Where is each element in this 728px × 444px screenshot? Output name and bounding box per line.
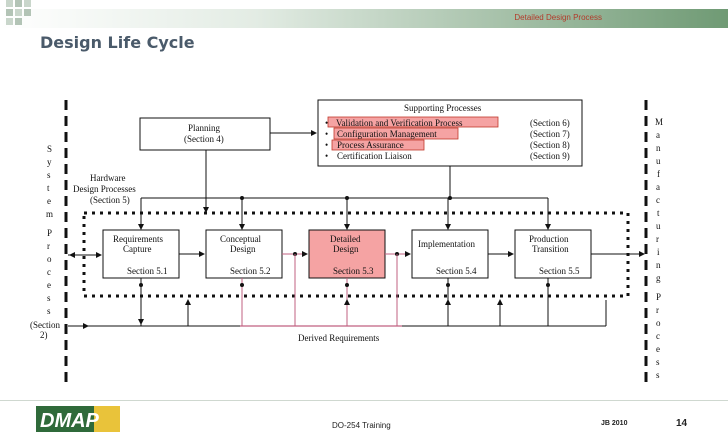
svg-text:(Section 5): (Section 5): [90, 195, 130, 205]
manufacturing-process-label: M a n u f a c t u r i n g P r o c e s s: [655, 117, 663, 380]
svg-text:•: •: [325, 129, 328, 139]
supporting-section-7: (Section 7): [530, 129, 570, 139]
svg-text:m: m: [46, 209, 53, 219]
svg-text:Requirements: Requirements: [113, 234, 163, 244]
svg-text:Transition: Transition: [532, 244, 569, 254]
svg-text:r: r: [47, 241, 50, 251]
process-production-transition: Production Transition Section 5.5: [514, 229, 592, 279]
dmap-logo: DMAP: [36, 406, 120, 432]
svg-text:r: r: [656, 234, 659, 244]
svg-text:n: n: [656, 260, 661, 270]
svg-text:o: o: [47, 254, 52, 264]
highlight-cm: [333, 127, 459, 140]
system-process-label: S y s t e m P r o c e s s: [46, 144, 53, 316]
svg-text:c: c: [656, 195, 660, 205]
corner-squares-icon: [6, 0, 31, 25]
system-section-label: (Section: [30, 320, 60, 330]
svg-text:DMAP: DMAP: [40, 410, 100, 432]
supporting-processes-title: Supporting Processes: [404, 103, 482, 113]
supporting-item-cm: Configuration Management: [337, 129, 437, 139]
svg-text:Section 5.4: Section 5.4: [436, 266, 477, 276]
svg-text:e: e: [656, 344, 660, 354]
svg-text:o: o: [656, 318, 661, 328]
svg-text:Conceptual: Conceptual: [220, 234, 261, 244]
svg-text:Section 5.1: Section 5.1: [127, 266, 168, 276]
svg-text:c: c: [47, 267, 51, 277]
svg-text:g: g: [656, 273, 661, 283]
svg-text:M: M: [655, 117, 663, 127]
svg-text:t: t: [657, 208, 660, 218]
svg-text:•: •: [325, 140, 328, 150]
supporting-item-vv: Validation and Verification Process: [336, 118, 463, 128]
section-label: Detailed Design Process: [514, 13, 602, 22]
supporting-item-pa: Process Assurance: [337, 140, 404, 150]
svg-text:S: S: [47, 144, 52, 154]
supporting-processes-box: Supporting Processes • • • • Validation …: [317, 99, 583, 167]
svg-text:Capture: Capture: [123, 244, 152, 254]
svg-text:a: a: [656, 182, 660, 192]
planning-box: Planning (Section 4): [139, 117, 271, 151]
svg-text:u: u: [656, 156, 661, 166]
process-implementation: Implementation Section 5.4: [411, 229, 489, 279]
svg-text:s: s: [47, 170, 51, 180]
svg-text:c: c: [656, 331, 660, 341]
svg-text:u: u: [656, 221, 661, 231]
svg-text:Design: Design: [230, 244, 256, 254]
svg-text:P: P: [656, 292, 661, 302]
svg-text:Implementation: Implementation: [418, 239, 475, 249]
svg-text:Section 5.3: Section 5.3: [333, 266, 374, 276]
footer-date: JB 2010: [601, 420, 628, 427]
svg-text:f: f: [657, 169, 660, 179]
svg-text:Production: Production: [529, 234, 569, 244]
process-requirements-capture: Requirements Capture Section 5.1: [102, 229, 180, 279]
svg-text:e: e: [47, 280, 51, 290]
footer-course: DO-254 Training: [332, 421, 391, 430]
planning-section: (Section 4): [184, 134, 224, 144]
svg-text:•: •: [325, 151, 328, 161]
svg-text:Section 5.5: Section 5.5: [539, 266, 580, 276]
page-title: Design Life Cycle: [40, 33, 195, 52]
svg-text:e: e: [47, 196, 51, 206]
process-conceptual-design: Conceptual Design Section 5.2: [205, 229, 283, 279]
svg-text:n: n: [656, 143, 661, 153]
system-section-number: 2): [40, 330, 48, 340]
supporting-item-cl: Certification Liaison: [337, 151, 412, 161]
footer-divider: [0, 400, 728, 401]
svg-text:s: s: [47, 293, 51, 303]
svg-text:a: a: [656, 130, 660, 140]
svg-text:Hardware: Hardware: [90, 173, 125, 183]
svg-text:y: y: [47, 157, 52, 167]
svg-text:Section 5.2: Section 5.2: [230, 266, 271, 276]
planning-title: Planning: [188, 123, 221, 133]
svg-text:•: •: [325, 118, 328, 128]
page-number: 14: [676, 418, 688, 429]
highlight-vv: [327, 116, 499, 128]
highlight-pa: [331, 139, 425, 151]
svg-text:Design Processes: Design Processes: [73, 184, 136, 194]
design-life-cycle-diagram: S y s t e m P r o c e s s (Section 2) M …: [30, 99, 663, 382]
svg-text:Design: Design: [333, 244, 359, 254]
svg-text:s: s: [47, 306, 51, 316]
supporting-section-8: (Section 8): [530, 140, 570, 150]
svg-text:s: s: [656, 357, 660, 367]
svg-text:t: t: [47, 183, 50, 193]
hardware-processes-label: Hardware Design Processes (Section 5): [73, 173, 136, 205]
header-band: [0, 0, 728, 28]
svg-text:r: r: [656, 305, 659, 315]
svg-text:s: s: [656, 370, 660, 380]
svg-text:P: P: [47, 228, 52, 238]
svg-text:Detailed: Detailed: [330, 234, 361, 244]
derived-requirements-label: Derived Requirements: [298, 333, 380, 343]
supporting-section-6: (Section 6): [530, 118, 570, 128]
svg-text:i: i: [657, 247, 660, 257]
supporting-section-9: (Section 9): [530, 151, 570, 161]
process-detailed-design: Detailed Design Section 5.3: [308, 229, 386, 279]
